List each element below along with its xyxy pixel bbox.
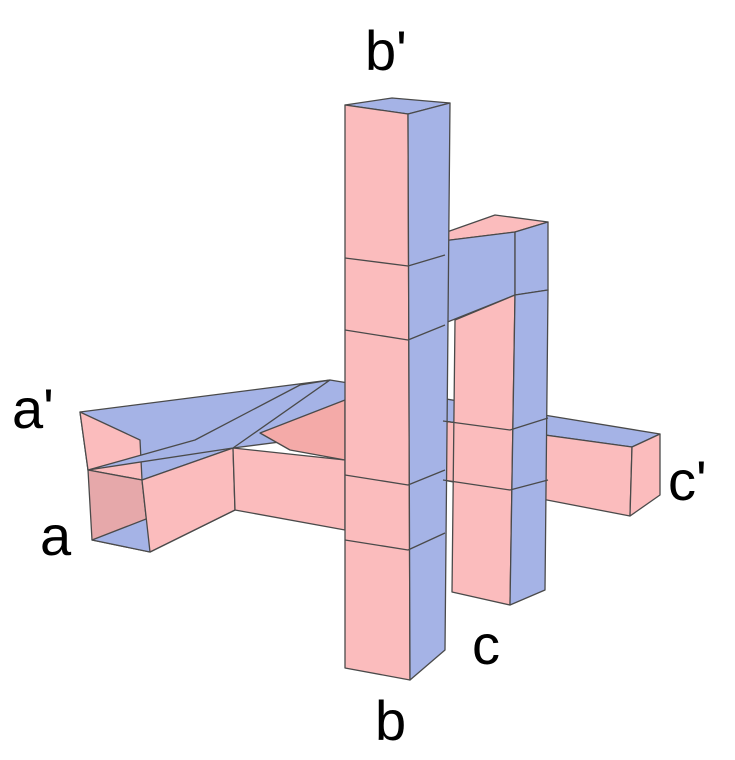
segment-lines <box>344 254 549 551</box>
vertical-tube-side <box>407 102 451 681</box>
vertical-tube <box>344 97 451 681</box>
segment-line <box>344 532 446 551</box>
segment-line <box>344 324 446 341</box>
segment-line <box>344 254 446 267</box>
label-a: a <box>40 504 72 567</box>
leg-c-side <box>509 289 549 606</box>
label-b-prime: b' <box>365 19 407 82</box>
segment-line <box>442 479 549 491</box>
segment-line <box>442 417 549 431</box>
segment-line <box>344 469 446 486</box>
arch-right-face <box>514 221 549 296</box>
end-c-prime-face <box>629 433 661 517</box>
horizontal-tube-front-middle <box>232 447 346 531</box>
vertical-tube-front <box>344 104 411 681</box>
label-b: b <box>375 689 406 752</box>
label-c: c <box>472 613 500 676</box>
label-c-prime: c' <box>668 449 707 512</box>
label-a-prime: a' <box>12 377 54 440</box>
leg-c-front <box>451 294 516 606</box>
labels: b' a' a c' c b <box>12 19 707 752</box>
cross-arm-top <box>87 379 331 471</box>
